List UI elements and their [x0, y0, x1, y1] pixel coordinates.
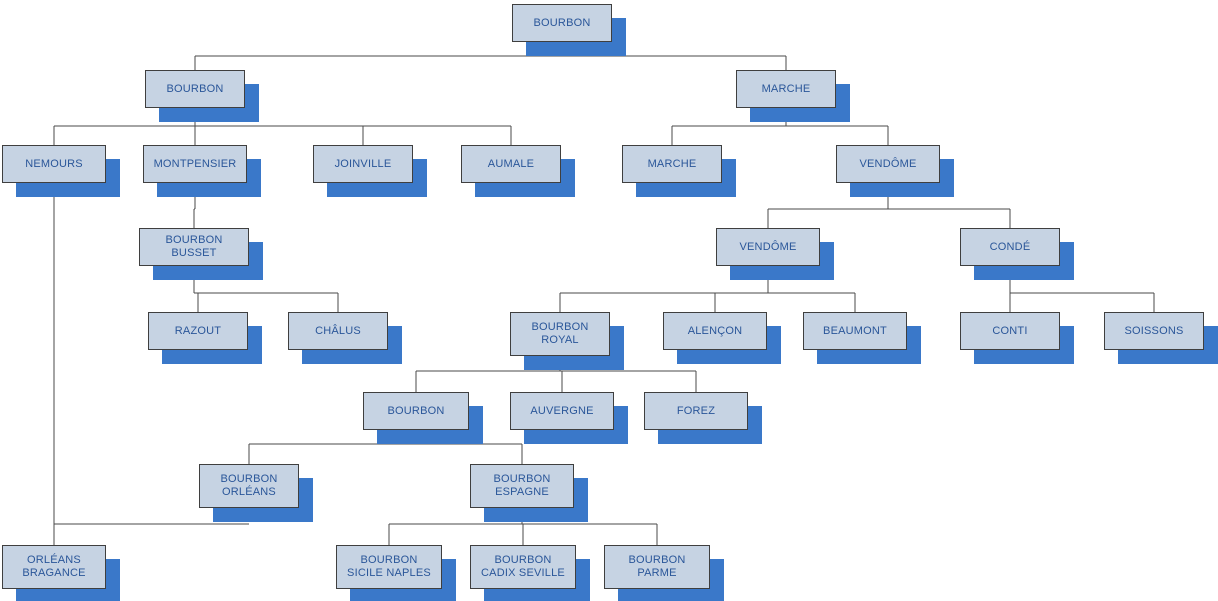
- node-label: VENDÔME: [739, 240, 797, 253]
- node-razout[interactable]: RAZOUT: [148, 312, 248, 350]
- node-bourbon-royal[interactable]: BOURBON ROYAL: [510, 312, 610, 356]
- node-label: JOINVILLE: [334, 157, 392, 170]
- node-conde[interactable]: CONDÉ: [960, 228, 1060, 266]
- node-montpensier[interactable]: MONTPENSIER: [143, 145, 247, 183]
- node-label: BOURBON CADIX SEVILLE: [481, 554, 565, 579]
- node-forez[interactable]: FOREZ: [644, 392, 748, 430]
- node-label: BOURBON PARME: [628, 554, 686, 579]
- node-bourbon-l5[interactable]: BOURBON: [363, 392, 469, 430]
- node-bourbon-sicile[interactable]: BOURBON SICILE NAPLES: [336, 545, 442, 589]
- node-label: BOURBON BUSSET: [165, 234, 223, 259]
- node-chalus[interactable]: CHÂLUS: [288, 312, 388, 350]
- node-beaumont[interactable]: BEAUMONT: [803, 312, 907, 350]
- node-orleans-bragance[interactable]: ORLÉANS BRAGANCE: [2, 545, 106, 589]
- node-label: MONTPENSIER: [153, 157, 237, 170]
- node-joinville[interactable]: JOINVILLE: [313, 145, 413, 183]
- node-vendome-l2[interactable]: VENDÔME: [836, 145, 940, 183]
- node-bourbon-cadix[interactable]: BOURBON CADIX SEVILLE: [470, 545, 576, 589]
- node-label: BOURBON: [387, 404, 445, 417]
- node-bourbon-orleans[interactable]: BOURBON ORLÉANS: [199, 464, 299, 508]
- node-label: BOURBON ROYAL: [531, 321, 589, 346]
- node-label: BOURBON ORLÉANS: [220, 473, 278, 498]
- node-label: BOURBON: [533, 16, 591, 29]
- node-auvergne[interactable]: AUVERGNE: [510, 392, 614, 430]
- node-nemours[interactable]: NEMOURS: [2, 145, 106, 183]
- node-label: ALENÇON: [687, 324, 743, 337]
- node-label: CONTI: [992, 324, 1028, 337]
- node-label: BOURBON SICILE NAPLES: [347, 554, 431, 579]
- node-label: BOURBON: [166, 82, 224, 95]
- node-vendome-l3[interactable]: VENDÔME: [716, 228, 820, 266]
- node-label: MARCHE: [647, 157, 697, 170]
- node-marche-l2[interactable]: MARCHE: [622, 145, 722, 183]
- node-bourbon-l1[interactable]: BOURBON: [145, 70, 245, 108]
- node-label: CHÂLUS: [315, 324, 361, 337]
- node-label: MARCHE: [761, 82, 811, 95]
- node-label: FOREZ: [676, 404, 716, 417]
- node-aumale[interactable]: AUMALE: [461, 145, 561, 183]
- node-label: BOURBON ESPAGNE: [493, 473, 551, 498]
- node-marche-l1[interactable]: MARCHE: [736, 70, 836, 108]
- node-label: CONDÉ: [989, 240, 1031, 253]
- node-label: ORLÉANS BRAGANCE: [22, 554, 86, 579]
- node-soissons[interactable]: SOISSONS: [1104, 312, 1204, 350]
- node-label: BEAUMONT: [823, 324, 887, 337]
- node-label: RAZOUT: [174, 324, 222, 337]
- node-label: AUMALE: [487, 157, 535, 170]
- node-bourbon-busset[interactable]: BOURBON BUSSET: [139, 228, 249, 266]
- node-bourbon-parme[interactable]: BOURBON PARME: [604, 545, 710, 589]
- node-bourbon-espagne[interactable]: BOURBON ESPAGNE: [470, 464, 574, 508]
- node-label: NEMOURS: [25, 157, 83, 170]
- node-bourbon-root[interactable]: BOURBON: [512, 4, 612, 42]
- node-label: VENDÔME: [859, 157, 917, 170]
- node-label: SOISSONS: [1124, 324, 1184, 337]
- node-conti[interactable]: CONTI: [960, 312, 1060, 350]
- node-label: AUVERGNE: [530, 404, 594, 417]
- node-alencon[interactable]: ALENÇON: [663, 312, 767, 350]
